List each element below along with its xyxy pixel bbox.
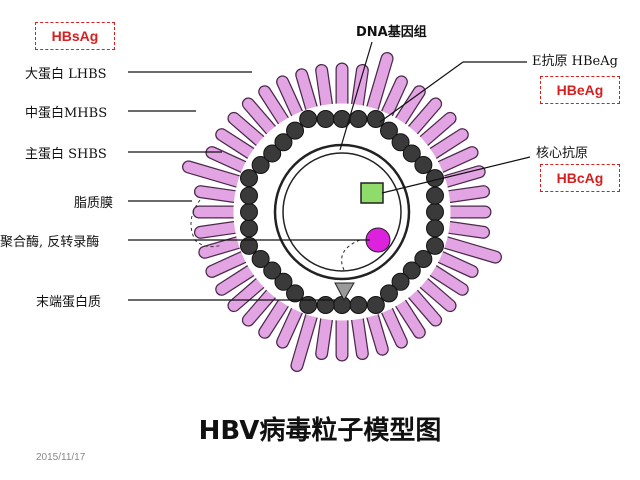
capsid-bead <box>402 144 421 163</box>
capsid-bead <box>299 110 318 128</box>
capsid-bead <box>240 203 258 221</box>
capsid-bead <box>426 186 444 205</box>
spike <box>418 277 456 311</box>
spike <box>228 113 266 147</box>
spike <box>259 297 289 338</box>
capsid-bead <box>274 272 293 291</box>
capsid-bead <box>349 110 368 128</box>
capsid-bead <box>240 169 258 188</box>
spike <box>206 251 250 277</box>
spike <box>427 129 468 159</box>
capsid-bead <box>426 236 444 255</box>
spike <box>277 76 303 120</box>
spike <box>395 86 425 127</box>
capsid-bead <box>240 219 258 238</box>
capsid-ring <box>240 110 444 314</box>
spike <box>206 147 250 173</box>
capsid-bead <box>299 296 318 314</box>
capsid-bead <box>426 203 444 221</box>
core-antigen-label: 核心抗原 <box>536 146 589 161</box>
capsid-bead <box>402 261 421 280</box>
capsid-bead <box>391 272 410 291</box>
spike <box>316 65 332 111</box>
capsid-bead <box>316 296 335 314</box>
capsid-bead <box>316 110 335 128</box>
terminal-protein-triangle <box>334 282 355 302</box>
spike <box>443 186 489 202</box>
polymerase-label: 聚合酶, 反转录酶 <box>0 235 100 250</box>
diagram-title: HBV病毒粒子模型图 <box>198 416 442 446</box>
spike <box>199 237 244 258</box>
capsid-bead <box>379 284 398 303</box>
capsid-bead <box>414 156 433 175</box>
spike <box>427 265 468 295</box>
spike <box>243 288 277 326</box>
capsid-bead <box>391 133 410 152</box>
spike <box>296 69 317 114</box>
spike <box>440 166 485 187</box>
capsid-bead <box>263 261 282 280</box>
hbcag-box <box>360 182 384 204</box>
shbs-label: 主蛋白 SHBS <box>25 147 107 162</box>
spike <box>440 237 501 263</box>
spike <box>216 265 257 295</box>
hbsag-badge: HBsAg <box>35 22 115 50</box>
spike <box>228 277 266 311</box>
spike <box>259 86 289 127</box>
capsid-bead <box>274 133 293 152</box>
core-outer-circle <box>273 143 411 281</box>
lhbs-label: 大蛋白 LHBS <box>25 67 107 82</box>
spike <box>367 310 388 355</box>
capsid-bead <box>349 296 368 314</box>
spike <box>381 76 407 120</box>
hbeag-badge: HBeAg <box>540 76 620 104</box>
capsid-bead <box>366 296 385 314</box>
capsid-bead <box>286 284 305 303</box>
spike <box>443 222 489 238</box>
spike <box>434 251 478 277</box>
spike <box>407 288 441 326</box>
capsid-bead <box>414 249 433 268</box>
spike <box>434 147 478 173</box>
capsid-bead <box>286 121 305 140</box>
hbcag-badge: HBcAg <box>540 164 620 192</box>
capsid-bead <box>251 156 270 175</box>
capsid-bead <box>240 186 258 205</box>
spike <box>277 304 303 348</box>
capsid-bead <box>263 144 282 163</box>
spike <box>418 113 456 147</box>
e-antigen-label: E抗原 HBeAg <box>532 54 618 69</box>
spike <box>291 310 317 371</box>
capsid-bead <box>426 219 444 238</box>
spike <box>381 304 407 348</box>
leader-lines <box>128 41 531 301</box>
spike <box>216 129 257 159</box>
lipid-label: 脂质膜 <box>74 196 114 211</box>
dna-gap-dashed <box>341 239 361 271</box>
spike <box>407 98 441 136</box>
capsid-bead <box>333 296 351 314</box>
capsid-bead <box>379 121 398 140</box>
spike <box>195 222 241 238</box>
spike <box>183 161 244 187</box>
dna-label: DNA基因组 <box>356 25 427 40</box>
spike <box>352 313 368 359</box>
spike <box>395 297 425 338</box>
spike <box>195 186 241 202</box>
terminal-protein-label: 末端蛋白质 <box>36 295 102 310</box>
capsid-bead <box>366 110 385 128</box>
spike <box>316 313 332 359</box>
mhbs-label: 中蛋白MHBS <box>25 106 108 121</box>
core-inner-circle <box>282 152 402 272</box>
spike <box>367 53 393 114</box>
spike <box>243 98 277 136</box>
capsid-bead <box>251 249 270 268</box>
footer-date: 2015/11/17 <box>36 452 86 463</box>
